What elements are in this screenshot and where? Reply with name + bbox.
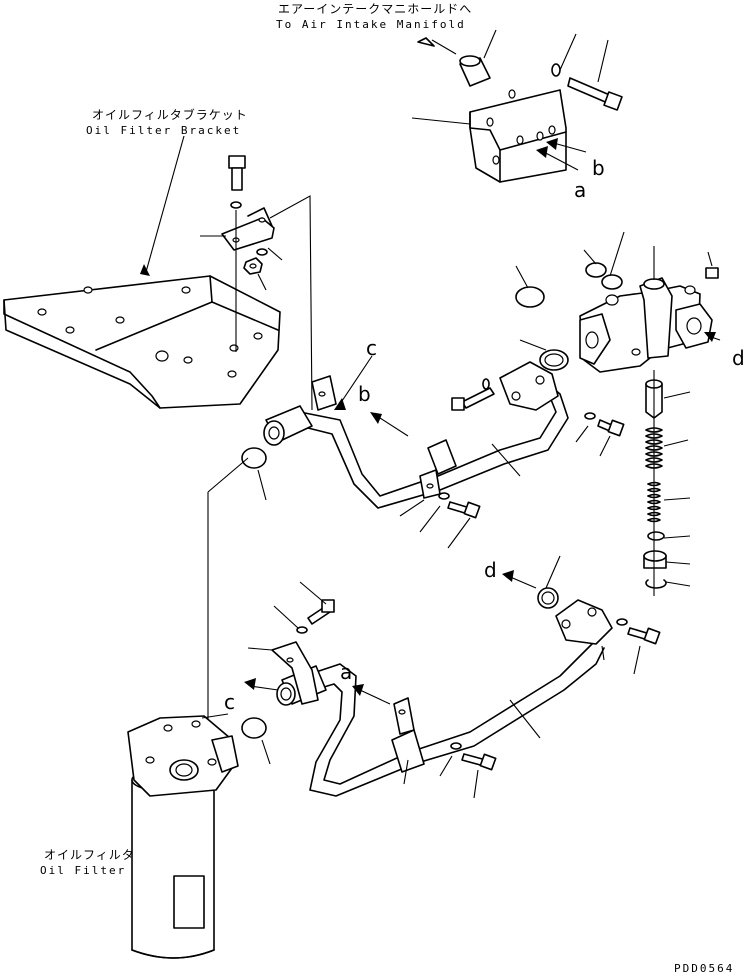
manifold-bracket <box>469 89 567 183</box>
oil-filter-bracket-plate <box>3 275 281 409</box>
o-ring-lower <box>241 447 559 739</box>
bolt-top <box>551 63 623 111</box>
oil-filter-bracket-label-jp: オイルフィルタブラケット <box>92 108 248 122</box>
ref-c-mid: c <box>366 336 377 360</box>
spacer-collar <box>459 55 491 87</box>
filter-head <box>127 715 239 797</box>
drawing-code: PDD0564 <box>674 962 735 975</box>
air-intake-manifold-label-en: To Air Intake Manifold <box>276 18 466 31</box>
ref-a-lower: a <box>340 660 353 684</box>
o-ring-mid <box>539 349 569 371</box>
air-intake-manifold-label-jp: エアーインテークマニホールドへ <box>278 2 473 16</box>
valve-body <box>579 277 713 373</box>
valve-plugs <box>515 262 719 308</box>
bolt-lower-pipe <box>296 599 661 771</box>
oil-filter-bracket-label-en: Oil Filter Bracket <box>86 124 242 137</box>
oil-filter-label-en: Oil Filter <box>40 864 127 877</box>
ref-a-top: a <box>574 178 587 202</box>
oil-filter-label-jp: オイルフィルタ <box>44 848 135 862</box>
small-bracket <box>221 207 275 251</box>
ref-b-top: b <box>592 156 605 180</box>
relief-valve-parts <box>643 379 667 589</box>
nut-bracket <box>243 248 268 275</box>
oil-filter <box>131 767 215 959</box>
bolt-upper-pipe <box>438 378 625 519</box>
ref-d-lower: d <box>484 558 497 582</box>
ref-d-right: d <box>732 346 745 370</box>
upper-oil-pipe <box>263 361 569 509</box>
ref-b-mid: b <box>358 382 371 406</box>
ref-c-lower: c <box>224 690 235 714</box>
lower-oil-pipe <box>271 599 613 797</box>
bolt-bracket <box>228 155 246 209</box>
